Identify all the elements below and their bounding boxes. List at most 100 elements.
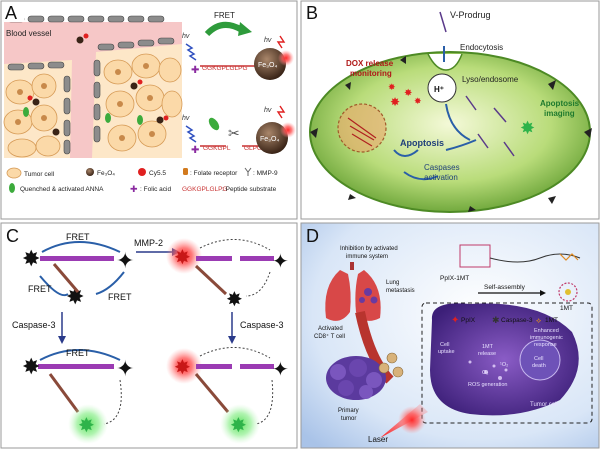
ppix-1mt-label: PpIX-1MT — [440, 275, 469, 282]
tumor-cell-d-label: Tumor cell — [530, 402, 558, 408]
cell-nuclei — [15, 63, 155, 141]
primary-tumor-label-1: Primary — [338, 408, 359, 414]
inhibition-label-2: immune system — [346, 254, 388, 260]
scissors-icon: ✂ — [228, 125, 240, 141]
mmp2-label: MMP-2 — [134, 238, 163, 248]
lungs — [325, 262, 381, 321]
fe3o4-label-2: Fe₃O₄ — [260, 136, 279, 143]
ros-dots — [468, 360, 508, 380]
legend-folic-acid: : Folic acid — [140, 186, 171, 193]
self-assembly-label: Self-assembly — [484, 284, 526, 291]
dna-strands — [347, 117, 377, 147]
cy55-glow-2 — [280, 122, 296, 138]
caspases-label-2: activation — [424, 173, 458, 182]
dox-label-1: DOX release — [346, 59, 394, 68]
fe3o4-label-1: Fe₃O₄ — [258, 62, 277, 69]
svg-text:✸: ✸ — [174, 357, 191, 379]
dox-particles: ✸✸ ✸✸ — [388, 82, 422, 109]
apoptosis-label: Apoptosis — [400, 138, 444, 148]
primary-tumor — [326, 356, 386, 400]
endocytosis-label: Endocytosis — [460, 43, 503, 52]
panel-a: Blood vessel FRET hv GGKGPLGLPG ✚ Fe₃O₄ … — [0, 0, 298, 220]
hv-label-1: hv — [182, 33, 190, 40]
cy55-glow-1 — [278, 50, 294, 66]
hv-label-3: hv — [182, 115, 190, 122]
vessel-d — [355, 310, 394, 384]
cell-death-label-2: death — [532, 363, 546, 369]
tumor-cell-icon — [6, 167, 22, 179]
caspase3-left-label: Caspase-3 — [12, 320, 56, 330]
enhanced-label-1: Enhanced — [534, 328, 559, 334]
tumor-nucleus — [519, 339, 561, 381]
ros-label: ROS generation — [468, 382, 507, 388]
mt-release-label-2: release — [478, 351, 496, 357]
caspases-label-1: Caspases — [424, 163, 460, 172]
svg-text:✦: ✦ — [116, 356, 134, 381]
cy55-icon — [138, 168, 146, 176]
t-cells — [378, 352, 404, 378]
panel-c-letter: C — [6, 226, 19, 246]
peptide-seq-left: GGKGPL — [203, 145, 231, 152]
folic-acid-icon: ✚ — [191, 65, 199, 76]
inset-box — [421, 302, 593, 424]
fe3o4-particle-1 — [254, 48, 286, 80]
micelle-icon — [558, 282, 578, 302]
svg-text:✦: ✦ — [272, 359, 289, 381]
nanoparticles — [23, 33, 169, 136]
folate-receptor-icon — [183, 168, 188, 175]
enhanced-label-2: immunogenic — [530, 335, 563, 341]
pathway-arrows — [393, 46, 477, 181]
folic-acid-icon-2: ✚ — [191, 145, 199, 156]
green-fluor-icon — [208, 117, 220, 131]
one-mt-legend-icon: ⟡ — [536, 316, 542, 325]
legend-1mt: 1MT — [545, 317, 558, 324]
legend-peptide-seq: GGKGPLGLPG — [182, 186, 228, 193]
blood-vessel-label: Blood vessel — [6, 29, 52, 38]
hv-label-4: hv — [264, 107, 272, 114]
svg-text:✸: ✸ — [22, 354, 40, 379]
primary-tumor-label-2: tumor — [341, 416, 356, 422]
quencher-star-1: ✸ — [66, 284, 84, 309]
peptide-seq-right: GLPG — [244, 145, 262, 152]
fret-scheme-bottom: hv GGKGPL GLPG ✚ ✂ Fe₃O₄ hv — [182, 105, 296, 156]
svg-text:✸: ✸ — [404, 88, 412, 99]
hv-label-2: hv — [264, 37, 272, 44]
blood-vessel — [4, 22, 182, 158]
legend-quenched: Quenched & activated ANNA — [20, 186, 104, 193]
fe3o4-icon — [86, 168, 94, 176]
apoptosis-imaging-icon: ✸ — [520, 118, 535, 138]
lyso-label: Lyso/endosome — [462, 75, 519, 84]
ppix-1mt-molecule — [459, 244, 581, 268]
light-zigzag-3 — [185, 125, 197, 143]
h-plus-label: H⁺ — [434, 85, 444, 94]
svg-text:✸: ✸ — [174, 247, 191, 269]
fret-left-label: FRET — [28, 284, 52, 294]
svg-text:✸: ✸ — [390, 95, 400, 109]
donor-star-1: ✸ — [22, 246, 40, 271]
svg-text:✸: ✸ — [78, 415, 95, 437]
legend-cy55: Cy5.5 — [149, 170, 166, 177]
peptide-seq-1: GGKGPLGLPG — [202, 65, 248, 72]
prodrug-label: V-Prodrug — [450, 10, 491, 20]
panel-a-letter: A — [5, 3, 17, 23]
panel-b: H⁺ ✸✸ ✸✸ ✸ V-Prodrug Endocytosis Lyso/en… — [300, 0, 600, 220]
quenched-icon — [9, 183, 15, 193]
lung-label-1: Lung — [386, 280, 399, 286]
panel-d-letter: D — [306, 226, 319, 246]
laser-label: Laser — [368, 435, 388, 444]
activated-label-2: CD8⁺ T cell — [314, 333, 345, 340]
activated-label-1: Activated — [318, 326, 343, 332]
cell-uptake-label-1: Cell — [440, 342, 449, 348]
svg-text:✸: ✸ — [388, 82, 396, 92]
fret-scheme-top: FRET hv GGKGPLGLPG ✚ Fe₃O₄ hv — [182, 11, 294, 80]
singlet-o2-label: ¹O₂ — [500, 362, 508, 368]
legend-folate-receptor: : Folate receptor — [190, 170, 238, 177]
mmp9-icon — [244, 167, 252, 176]
light-zigzag-1 — [185, 43, 197, 61]
svg-text:✸: ✸ — [226, 289, 243, 311]
fret-top-label: FRET — [66, 232, 90, 242]
legend-mmp9: : MMP-9 — [253, 170, 278, 177]
svg-text:✦: ✦ — [272, 251, 289, 273]
laser-spot — [398, 406, 426, 434]
